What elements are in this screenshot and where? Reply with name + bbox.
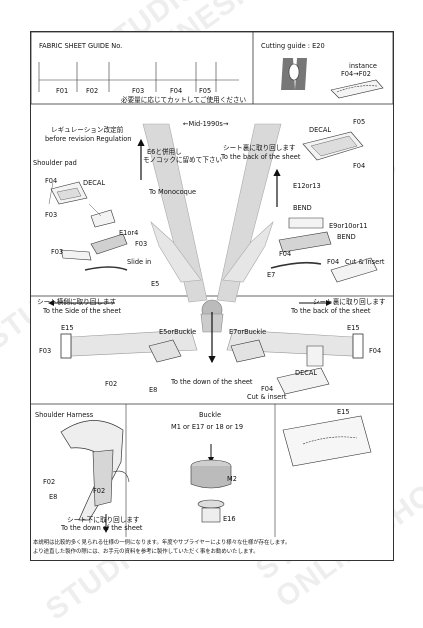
part-f04: F04 bbox=[170, 87, 183, 95]
buckle-title: Buckle bbox=[199, 411, 222, 419]
label-e15-a: E15 bbox=[61, 324, 74, 332]
label-f03-c: F03 bbox=[51, 248, 64, 256]
fabric-guide-title: FABRIC SHEET GUIDE No. bbox=[39, 42, 123, 50]
e6-note-1: E6と併用し bbox=[147, 148, 182, 156]
down-sheet: To the down of the sheet bbox=[171, 378, 253, 386]
e6-note-2: モノコックに留めて下さい bbox=[143, 156, 223, 164]
label-e8-h: E8 bbox=[49, 493, 58, 501]
label-f05: F05 bbox=[353, 118, 366, 126]
label-f04-m2: F04 bbox=[261, 385, 274, 393]
label-e7: E7 bbox=[267, 271, 276, 279]
part-f05: F05 bbox=[199, 87, 212, 95]
revision-en: before revision Regulation bbox=[45, 135, 132, 143]
instance-label: instance bbox=[349, 62, 377, 70]
label-e7orbuckle: E7orBuckle bbox=[229, 328, 267, 336]
label-f02-h1: F02 bbox=[43, 478, 56, 486]
label-f04-c: F04 bbox=[327, 258, 340, 266]
part-f02: F02 bbox=[86, 87, 99, 95]
back-sheet-jp-2: シート裏に取り回します bbox=[313, 298, 386, 306]
label-e1or4: E1or4 bbox=[119, 229, 139, 237]
instruction-sheet: FABRIC SHEET GUIDE No. F01 F02 F03 F04 F… bbox=[30, 31, 394, 561]
instance-parts: F04→F02 bbox=[341, 70, 371, 78]
to-monocoque: To Monocoque bbox=[149, 188, 197, 196]
down-sheet-en: To the down of the sheet bbox=[61, 524, 143, 532]
back-sheet-en: To the back of the sheet bbox=[221, 153, 301, 161]
label-e15-b: E15 bbox=[347, 324, 360, 332]
label-e9or10or11: E9or10or11 bbox=[329, 222, 368, 230]
label-decal: DECAL bbox=[83, 179, 106, 187]
cut-note: 必要量に応じてカットしてご使用ください bbox=[121, 96, 247, 104]
cutting-guide-title: Cutting guide : E20 bbox=[261, 42, 325, 50]
label-f04-b: F04 bbox=[279, 250, 292, 258]
footer-line-2: より途直した製作の際には、お手元の資料を参考に製作していただく事をお勧めいたしま… bbox=[33, 549, 259, 555]
label-f04: F04 bbox=[45, 177, 58, 185]
label-f02-m: F02 bbox=[105, 380, 118, 388]
mid-1990s: ←Mid-1990s→ bbox=[183, 120, 229, 128]
label-e5: E5 bbox=[151, 280, 160, 288]
label-f04-r: F04 bbox=[353, 162, 366, 170]
label-slide-in: Slide in bbox=[127, 258, 152, 266]
label-e16: E16 bbox=[223, 515, 236, 523]
label-f04-m: F04 bbox=[369, 347, 382, 355]
label-f03-m: F03 bbox=[39, 347, 52, 355]
back-sheet-jp: シート裏に取り回します bbox=[223, 144, 296, 152]
label-f03: F03 bbox=[45, 211, 58, 219]
label-e8-m: E8 bbox=[149, 386, 158, 394]
part-f01: F01 bbox=[56, 87, 69, 95]
part-f03: F03 bbox=[132, 87, 145, 95]
back-sheet-en-2: To the back of the sheet bbox=[291, 307, 371, 315]
label-cut-insert: Cut & insert bbox=[345, 258, 385, 266]
shoulder-harness-title: Shoulder Harness bbox=[35, 411, 94, 419]
down-sheet-jp: シート下に取り回します bbox=[67, 516, 140, 524]
label-e5orbuckle: E5orBuckle bbox=[159, 328, 197, 336]
label-decal-r: DECAL bbox=[309, 126, 332, 134]
buckle-parts: M1 or E17 or 18 or 19 bbox=[171, 423, 244, 431]
label-f02-h2: F02 bbox=[93, 487, 106, 495]
label-e15-c: E15 bbox=[337, 408, 350, 416]
label-bend-1: BEND bbox=[293, 204, 312, 212]
label-m2: M2 bbox=[227, 475, 237, 483]
label-f03-b: F03 bbox=[135, 240, 148, 248]
side-sheet-en: To the Side of the sheet bbox=[43, 307, 121, 315]
label-e12or13: E12or13 bbox=[293, 182, 321, 190]
diagram-lines bbox=[31, 32, 393, 537]
label-decal-m: DECAL bbox=[295, 369, 318, 377]
revision-jp: レギュレーション改定前 bbox=[51, 126, 124, 134]
footer-line-1: 本説明は比較的多く見られる仕様の一例になります。年度やサプライヤーにより様々な仕… bbox=[33, 540, 291, 546]
side-sheet-jp: シート横側に取り回します bbox=[37, 298, 117, 306]
label-cut-insert-m: Cut & insert bbox=[247, 393, 287, 401]
shoulder-pad-title: Shoulder pad bbox=[33, 159, 77, 167]
header-box bbox=[31, 32, 393, 105]
label-bend-2: BEND bbox=[337, 233, 356, 241]
